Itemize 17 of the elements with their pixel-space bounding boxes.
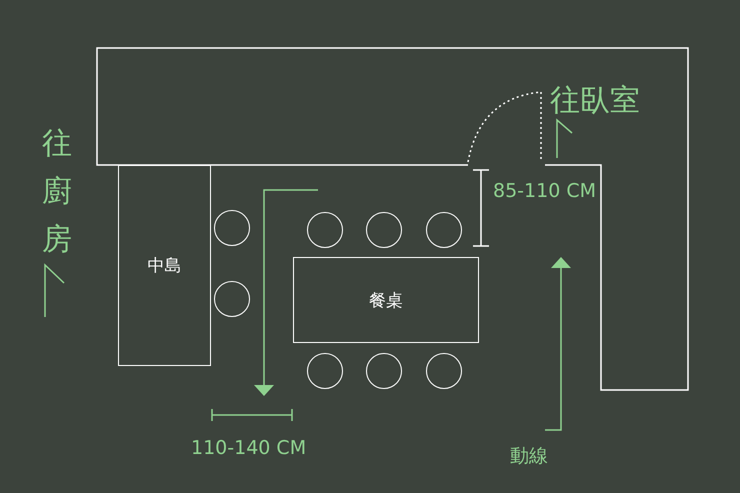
chair xyxy=(426,212,462,248)
furniture-label: 餐桌 xyxy=(369,290,403,312)
dimension-label: 110-140 CM xyxy=(191,437,306,459)
chair xyxy=(214,210,250,246)
chair xyxy=(426,353,462,389)
chair xyxy=(366,212,402,248)
circulation-label: 動線 xyxy=(510,444,548,469)
chair xyxy=(307,212,343,248)
furniture-label: 中島 xyxy=(148,255,182,277)
chair xyxy=(307,353,343,389)
dimension-label: 85-110 CM xyxy=(493,180,596,202)
chair xyxy=(366,353,402,389)
direction-label: 往臥室 xyxy=(550,82,640,120)
chair xyxy=(214,281,250,317)
dining-table xyxy=(293,257,479,343)
direction-label: 往廚房 xyxy=(42,125,73,259)
kitchen-island xyxy=(118,165,211,366)
